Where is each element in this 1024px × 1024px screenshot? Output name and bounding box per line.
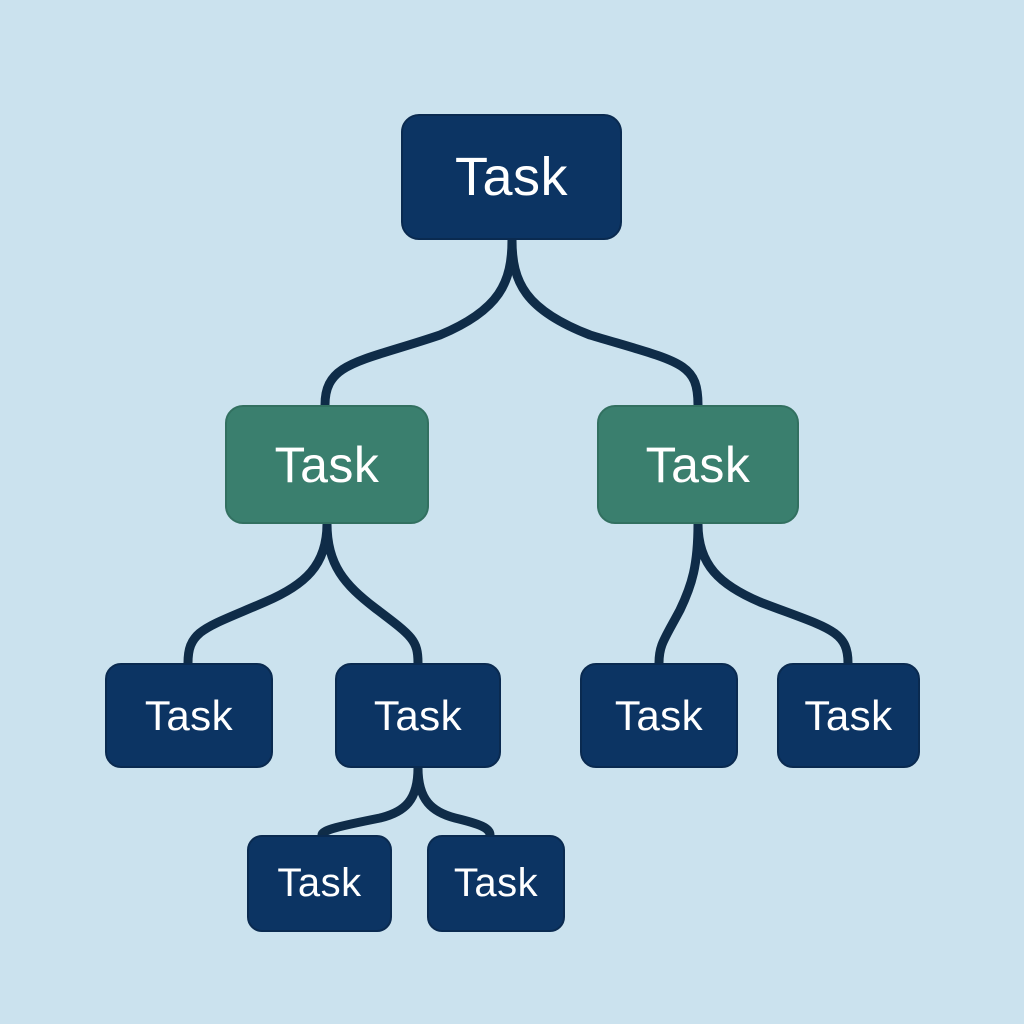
- task-node-level2-2[interactable]: Task: [335, 663, 501, 768]
- connector-l1left-to-l2a: [183, 519, 332, 668]
- task-node-label: Task: [454, 147, 569, 207]
- connector-l1right-to-l2c: [654, 519, 703, 668]
- task-node-label: Task: [277, 861, 362, 905]
- task-node-level2-3[interactable]: Task: [580, 663, 738, 768]
- task-node-level2-1[interactable]: Task: [105, 663, 273, 768]
- task-node-label: Task: [614, 691, 704, 739]
- connector-l1right-to-l2d: [693, 519, 853, 668]
- task-node-label: Task: [645, 436, 751, 493]
- task-node-label: Task: [373, 691, 463, 739]
- task-node-level1-left[interactable]: Task: [225, 405, 429, 524]
- task-node-level3-2[interactable]: Task: [427, 835, 565, 932]
- connector-root-to-left: [320, 235, 517, 410]
- task-node-level3-1[interactable]: Task: [247, 835, 392, 932]
- connector-l2b-to-l3b: [413, 763, 495, 840]
- task-node-level1-right[interactable]: Task: [597, 405, 799, 524]
- task-node-level2-4[interactable]: Task: [777, 663, 920, 768]
- task-node-root[interactable]: Task: [401, 114, 622, 240]
- connector-l1left-to-l2b: [322, 519, 423, 668]
- connector-l2b-to-l3a: [317, 763, 423, 840]
- connector-root-to-right: [507, 235, 703, 410]
- task-node-label: Task: [804, 691, 893, 739]
- task-node-label: Task: [453, 861, 539, 905]
- task-node-label: Task: [144, 691, 234, 739]
- task-node-label: Task: [274, 436, 380, 493]
